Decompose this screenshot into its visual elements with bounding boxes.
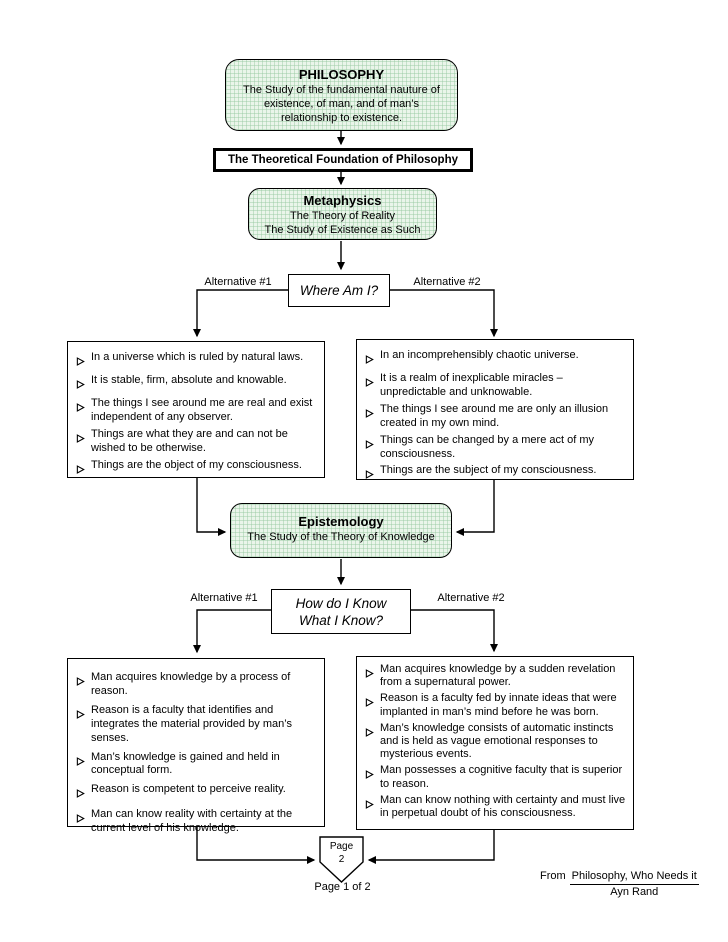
source-author: Ayn Rand (610, 886, 659, 898)
arrow-bullet-icon (365, 766, 374, 791)
list-item: Man’s knowledge consists of automatic in… (365, 722, 630, 762)
list-item: Reason is a faculty that identifies and … (76, 704, 321, 746)
epistemology-alt2-box: Man acquires knowledge by a sudden revel… (356, 656, 634, 830)
list-item: Man possesses a cognitive faculty that i… (365, 764, 630, 791)
source-prefix: From (540, 870, 566, 882)
metaphysics-alternative-1-label: Alternative #1 (204, 276, 272, 288)
metaphysics-subtitle-line: The Theory of Reality (290, 210, 395, 222)
arrow-bullet-icon (365, 665, 374, 690)
arrow-bullet-icon (76, 673, 85, 699)
foundation-banner: The Theoretical Foundation of Philosophy (213, 148, 473, 172)
arrow-bullet-icon (76, 353, 85, 371)
how-do-i-know-box: How do I Know What I Know? (271, 589, 411, 634)
arrow-bullet-icon (365, 436, 374, 462)
list-item: In a universe which is ruled by natural … (76, 351, 321, 371)
page-number-label: Page 1 of 2 (314, 881, 371, 893)
arrow-bullet-icon (76, 706, 85, 746)
arrow-bullet-icon (365, 351, 374, 369)
list-item: Man can know reality with certainty at t… (76, 808, 321, 836)
foundation-label: The Theoretical Foundation of Philosophy (228, 154, 458, 166)
metaphysics-alt2-list: In an incomprehensibly chaotic universe.… (365, 349, 630, 484)
list-item: Man’s knowledge is gained and held in co… (76, 751, 321, 779)
how-know-question-line: What I Know? (298, 612, 384, 628)
epistemology-alternative-2-label: Alternative #2 (437, 592, 505, 604)
arrow-bullet-icon (76, 376, 85, 394)
epistemology-alternative-1-label: Alternative #1 (190, 592, 258, 604)
arrow-bullet-icon (365, 405, 374, 431)
source-attribution: From Philosophy, Who Needs it Ayn Rand (540, 870, 699, 899)
metaphysics-alt1-list: In a universe which is ruled by natural … (76, 351, 321, 479)
epistemology-alt1-box: Man acquires knowledge by a process of r… (67, 658, 325, 834)
epistemology-box: Epistemology The Study of the Theory of … (230, 503, 452, 558)
arrow-bullet-icon (76, 461, 85, 479)
where-am-i-box: Where Am I? (288, 274, 390, 307)
list-item: Man acquires knowledge by a sudden revel… (365, 663, 630, 690)
how-know-question-line: How do I Know (295, 595, 387, 611)
list-item: Things are what they are and can not be … (76, 428, 321, 456)
metaphysics-title: Metaphysics (303, 193, 382, 208)
arrow-bullet-icon (365, 374, 374, 400)
list-item: The things I see around me are only an i… (365, 403, 630, 431)
metaphysics-alternative-2-label: Alternative #2 (413, 276, 481, 288)
metaphysics-alt2-box: In an incomprehensibly chaotic universe.… (356, 339, 634, 480)
philosophy-subtitle-line: The Study of the fundamental nauture of (243, 84, 440, 96)
arrow-bullet-icon (76, 785, 85, 803)
page-2-connector-shape (319, 836, 364, 883)
list-item: It is stable, firm, absolute and knowabl… (76, 374, 321, 394)
arrow-bullet-icon (76, 753, 85, 779)
page-2-connector-label: Page 2 (329, 841, 354, 865)
list-item: Reason is competent to perceive reality. (76, 783, 321, 803)
epistemology-subtitle-line: The Study of the Theory of Knowledge (247, 531, 435, 543)
arrow-bullet-icon (76, 810, 85, 836)
epistemology-alt2-list: Man acquires knowledge by a sudden revel… (365, 663, 630, 820)
metaphysics-subtitle-line: The Study of Existence as Such (264, 224, 421, 236)
arrow-bullet-icon (365, 796, 374, 821)
list-item: Reason is a faculty fed by innate ideas … (365, 692, 630, 719)
arrow-bullet-icon (365, 694, 374, 719)
epistemology-title: Epistemology (298, 514, 384, 529)
philosophy-subtitle-line: existence, of man, and of man’s (263, 98, 420, 110)
arrow-bullet-icon (76, 430, 85, 456)
epistemology-alt1-list: Man acquires knowledge by a process of r… (76, 671, 321, 836)
philosophy-subtitle-line: relationship to existence. (280, 112, 403, 124)
list-item: Things are the object of my consciousnes… (76, 459, 321, 479)
metaphysics-box: Metaphysics The Theory of Reality The St… (248, 188, 437, 240)
list-item: In an incomprehensibly chaotic universe. (365, 349, 630, 369)
list-item: Man acquires knowledge by a process of r… (76, 671, 321, 699)
source-title: Philosophy, Who Needs it (569, 870, 699, 885)
where-am-i-question: Where Am I? (299, 283, 379, 298)
list-item: Things can be changed by a mere act of m… (365, 434, 630, 462)
list-item: Things are the subject of my consciousne… (365, 464, 630, 484)
list-item: It is a realm of inexplicable miracles –… (365, 372, 630, 400)
arrow-bullet-icon (76, 399, 85, 425)
arrow-bullet-icon (365, 724, 374, 762)
philosophy-title: PHILOSOPHY (298, 67, 385, 82)
arrow-bullet-icon (365, 466, 374, 484)
list-item: The things I see around me are real and … (76, 397, 321, 425)
metaphysics-alt1-box: In a universe which is ruled by natural … (67, 341, 325, 478)
philosophy-box: PHILOSOPHY The Study of the fundamental … (225, 59, 458, 131)
list-item: Man can know nothing with certainty and … (365, 794, 630, 821)
